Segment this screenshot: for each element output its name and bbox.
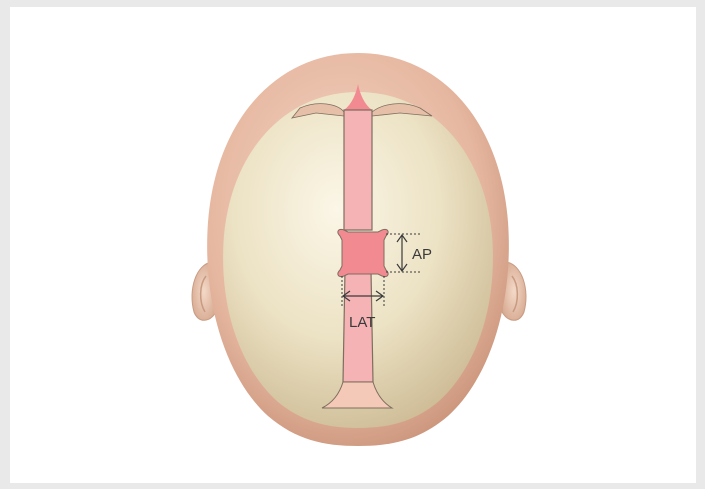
sagittal-suture [344,110,372,230]
diagram-panel: AP LAT [10,7,696,483]
ap-label: AP [412,246,432,263]
lat-label: LAT [349,314,375,331]
craniectomy-window [338,229,388,276]
